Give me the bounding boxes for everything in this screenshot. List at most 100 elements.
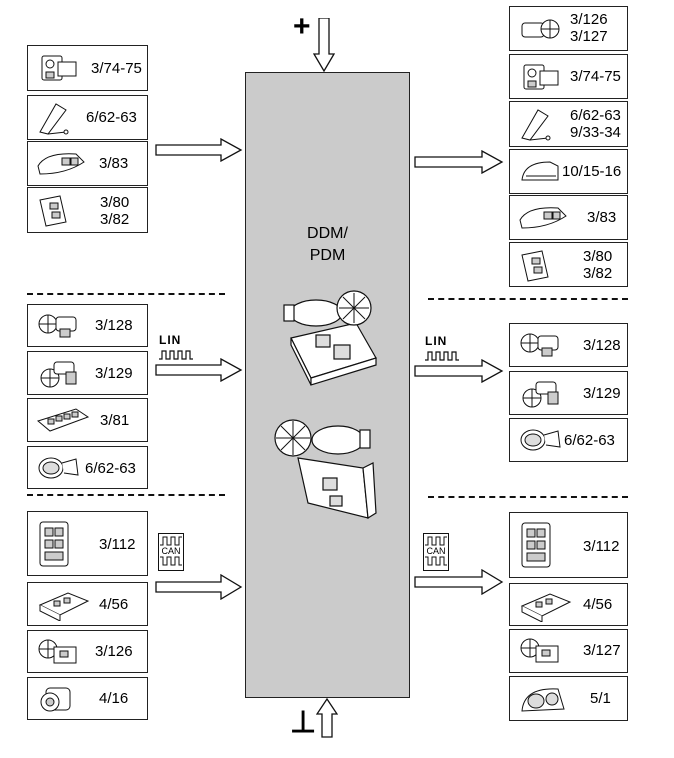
can-waveform-bottom-icon — [425, 556, 447, 566]
motor-module-icon — [520, 638, 559, 663]
left-can-item-2[interactable]: 4/56 — [27, 582, 148, 626]
right-can-item-2[interactable]: 4/56 — [509, 583, 628, 626]
ground-out-arrow — [316, 698, 338, 738]
door-module-lower-icon — [274, 419, 377, 520]
left-hw-item-4-label: 3/80 3/82 — [100, 194, 130, 228]
left-can-item-3[interactable]: 3/126 — [27, 630, 148, 673]
right-lin-item-1[interactable]: 3/128 — [509, 323, 628, 367]
lock-actuator-icon — [523, 64, 559, 90]
right-hw-item-2-label: 3/74-75 — [570, 68, 621, 85]
right-hw-item-3-label: 6/62-63 9/33-34 — [570, 107, 621, 141]
left-lin-item-4[interactable]: 6/62-63 — [27, 446, 148, 489]
can-waveform-top-icon — [425, 536, 447, 546]
right-lin-item-3-label: 6/62-63 — [564, 432, 615, 449]
control-module-icon — [39, 521, 69, 567]
left-lin-item-2-label: 3/129 — [95, 365, 133, 382]
left-hw-item-2-label: 6/62-63 — [86, 109, 137, 126]
left-hw-item-3-label: 3/83 — [99, 155, 129, 172]
control-module-icon — [521, 522, 551, 568]
switch-module-icon — [39, 195, 67, 227]
right-can-item-4[interactable]: 5/1 — [509, 676, 628, 721]
right-separator-2 — [428, 496, 628, 498]
right-lin-item-1-label: 3/128 — [583, 337, 621, 354]
door-module-upper-icon — [283, 290, 377, 386]
left-can-tag: CAN — [158, 533, 184, 571]
left-lin-item-1[interactable]: 3/128 — [27, 304, 148, 347]
left-hw-item-1[interactable]: 3/74-75 — [27, 45, 148, 91]
right-hardwired-arrow — [414, 150, 504, 174]
motor-module-icon — [38, 639, 77, 664]
left-hw-item-4[interactable]: 3/80 3/82 — [27, 187, 148, 233]
left-lin-arrow — [155, 358, 243, 382]
right-lin-item-2[interactable]: 3/129 — [509, 371, 628, 415]
electronic-unit-icon — [520, 593, 572, 622]
right-can-item-3[interactable]: 3/127 — [509, 629, 628, 673]
module-title-line2: PDM — [309, 247, 346, 264]
right-hw-item-6[interactable]: 3/80 3/82 — [509, 242, 628, 287]
right-hw-item-5[interactable]: 3/83 — [509, 195, 628, 240]
left-separator-1 — [27, 293, 225, 295]
left-hardwired-arrow — [155, 138, 243, 162]
right-hw-item-1[interactable]: 3/126 3/127 — [509, 6, 628, 51]
window-motor-icon — [522, 381, 559, 408]
left-can-arrow — [155, 574, 243, 600]
window-switch-icon — [519, 207, 567, 229]
right-hw-item-4-label: 10/15-16 — [562, 163, 622, 180]
left-lin-item-3[interactable]: 3/81 — [27, 398, 148, 442]
mirror-icon — [521, 109, 551, 141]
left-can-item-4-label: 4/16 — [99, 690, 129, 707]
left-lin-item-3-label: 3/81 — [100, 412, 130, 429]
window-motor-icon — [38, 314, 77, 338]
module-title-line1: DDM/ — [307, 225, 348, 242]
window-motor-icon — [520, 333, 559, 357]
can-waveform-bottom-icon — [160, 556, 182, 566]
can-label: CAN — [426, 546, 446, 556]
can-label: CAN — [161, 546, 181, 556]
right-can-item-1-label: 3/112 — [583, 538, 620, 555]
lin-waveform-icon — [159, 350, 193, 360]
mirror-glass-icon — [520, 429, 561, 451]
left-lin-tag: LIN — [159, 333, 193, 365]
left-hw-item-3[interactable]: 3/83 — [27, 141, 148, 186]
right-hw-item-6-label: 3/80 3/82 — [583, 248, 613, 282]
left-can-item-2-label: 4/56 — [99, 596, 129, 613]
left-hw-item-2[interactable]: 6/62-63 — [27, 95, 148, 140]
right-can-tag: CAN — [423, 533, 449, 571]
left-lin-item-4-label: 6/62-63 — [85, 460, 136, 477]
power-plus-symbol: + — [293, 10, 311, 43]
right-lin-tag: LIN — [425, 334, 459, 366]
mirror-glass-icon — [38, 457, 79, 479]
camera-icon — [40, 687, 71, 712]
driver-switch-panel-icon — [36, 408, 90, 432]
lock-actuator-icon — [41, 55, 77, 81]
right-can-item-1[interactable]: 3/112 — [509, 512, 628, 578]
right-lin-item-2-label: 3/129 — [583, 385, 621, 402]
motor-module-icon — [521, 19, 560, 39]
right-lin-item-3[interactable]: 6/62-63 — [509, 418, 628, 462]
mirror-lamp-icon — [521, 161, 559, 181]
lin-label: LIN — [159, 333, 182, 347]
power-in-arrow — [313, 18, 335, 72]
window-switch-icon — [37, 153, 85, 175]
right-separator-1 — [428, 298, 628, 300]
right-hw-item-4[interactable]: 10/15-16 — [509, 149, 628, 194]
module-title: DDM/ PDM — [246, 223, 409, 267]
left-lin-item-1-label: 3/128 — [95, 317, 133, 334]
can-waveform-top-icon — [160, 536, 182, 546]
window-motor-icon — [40, 361, 77, 388]
electronic-unit-icon — [38, 592, 90, 621]
left-hw-item-1-label: 3/74-75 — [91, 60, 142, 77]
right-hw-item-3[interactable]: 6/62-63 9/33-34 — [509, 101, 628, 147]
left-can-item-3-label: 3/126 — [95, 643, 133, 660]
right-hw-item-5-label: 3/83 — [587, 209, 617, 226]
right-hw-item-2[interactable]: 3/74-75 — [509, 54, 628, 99]
right-can-item-2-label: 4/56 — [583, 596, 613, 613]
left-can-item-4[interactable]: 4/16 — [27, 677, 148, 720]
left-can-item-1[interactable]: 3/112 — [27, 511, 148, 576]
lin-label: LIN — [425, 334, 448, 348]
right-can-item-3-label: 3/127 — [583, 642, 621, 659]
right-can-item-4-label: 5/1 — [590, 690, 611, 707]
left-can-item-1-label: 3/112 — [99, 536, 136, 553]
left-separator-2 — [27, 494, 225, 496]
left-lin-item-2[interactable]: 3/129 — [27, 351, 148, 395]
